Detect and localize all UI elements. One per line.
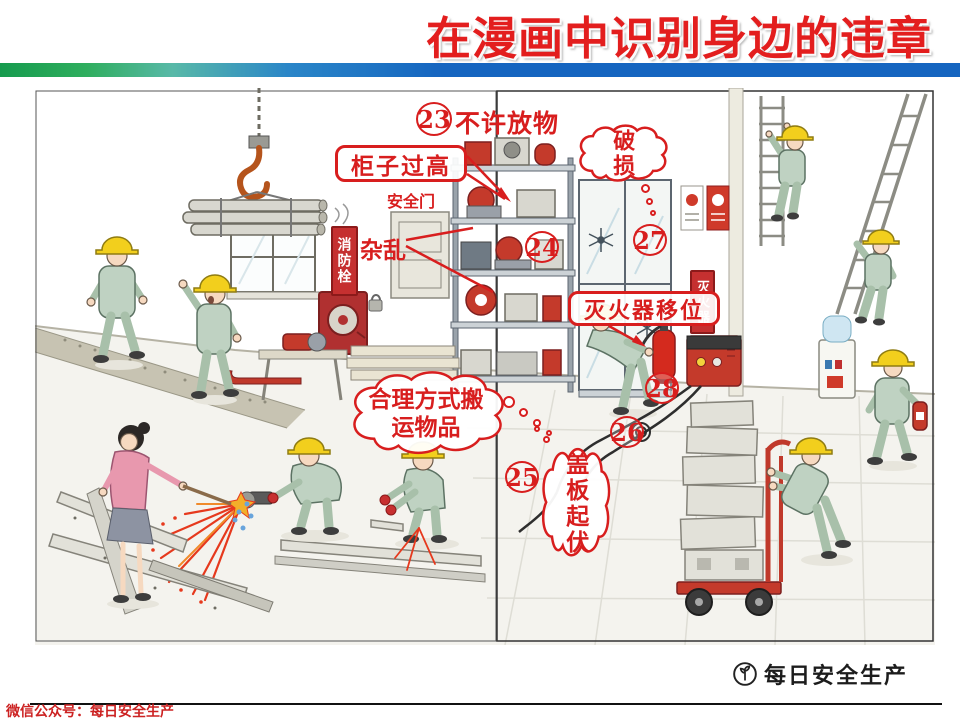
brand-text: 每日安全生产 [764,663,909,688]
violation-25-marker: 25 [505,461,539,493]
divider-bar [0,63,960,77]
worker-left-walking [86,236,148,370]
work-bench [258,332,348,401]
thought-dot [503,396,515,408]
broken-glass-text: 破损 [610,129,636,179]
cloud-shape [575,124,669,184]
thought-dot [543,436,550,443]
shelf-unit [450,137,576,393]
hand-truck [676,439,792,616]
thought-dot [641,184,650,193]
cabinet-too-high-callout: 柜子过高 [335,145,467,182]
cover-uneven-callout: 盖板起伏 [539,446,611,562]
violation-28-marker: 28 [645,372,679,404]
worker-climbing [765,122,814,222]
worker-pointing [178,274,242,405]
carry-properly-callout: 合理方式搬运物品 [345,370,507,458]
safety-door-label: 安全门 [387,194,436,211]
messy-label: 杂乱 [360,237,406,263]
violation-23-marker: 23 [416,102,452,136]
crane-hook [198,88,322,211]
welder-machine [686,335,742,387]
page-title: 在漫画中识别身边的违章 [425,13,932,64]
brand-logo: 每日安全生产 [732,658,908,690]
worker-descending [853,229,900,326]
worker-pushing-cart [766,437,853,566]
extinguisher-moved-callout: 灭火器移位 [568,291,720,326]
pipe-bundle [182,198,349,237]
worker-walking [865,349,928,471]
ladder-vertical [759,96,785,246]
metal-beams [48,487,274,615]
wechat-account-label: 微信公众号：每日安全生产 [6,703,174,719]
violation-26-marker: 26 [610,416,644,448]
violation-27-marker: 27 [633,224,667,256]
scene-illustration [35,88,935,645]
water-drops [232,501,254,531]
thought-dot [650,210,656,216]
thought-dot [546,430,552,436]
thought-dot [534,426,540,432]
carry-properly-text: 合理方式搬运物品 [368,386,484,440]
cover-uneven-text: 盖板起伏 [562,452,589,556]
worker-grinding [238,437,349,542]
violation-24-marker: 24 [525,231,559,263]
brand-icon [733,662,757,686]
wall-posters [680,185,730,231]
footer-divider [30,703,942,705]
cloud-shape [345,370,507,458]
pillar [728,88,744,397]
thought-dot [519,408,528,417]
fire-hydrant-sign: 消防栓 [331,226,358,296]
angle-steel [274,519,486,583]
water-dispenser [818,315,856,399]
violation-23-label: 不许放物 [455,110,560,138]
thought-dot [646,198,653,205]
woman-figure [98,422,254,609]
broken-glass-callout: 破损 [575,124,669,184]
cartoon-panel: 消防栓 灭火器 安全门 23 不许放物 柜子过高 杂乱 24 破损 27 灭火器… [35,88,935,645]
block-stack [679,400,765,581]
cloud-shape [539,446,611,562]
hose-reel-cabinet [318,291,383,355]
